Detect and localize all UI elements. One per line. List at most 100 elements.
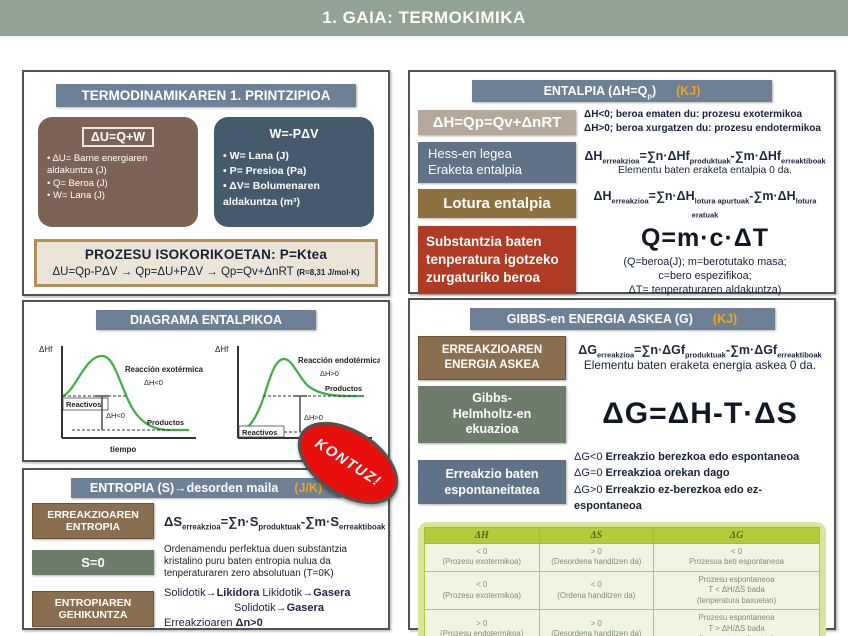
entropy-zero-row: S=0 Ordenamendu perfektua duen substantz… [32,544,380,581]
gibbs-reaction-label: ERREAKZIOAREN ENERGIA ASKEA [418,336,566,380]
bond-enthalpy-formula: ΔHerreakzioa=∑n·ΔHlotura apurtuak-∑m·ΔHl… [593,189,817,220]
products-label: Productos [147,418,184,427]
reactants-label: Reactivos [242,428,277,437]
gibbs-title-bar: GIBBS-en ENERGIA ASKEA (G) (KJ) [469,308,775,330]
enthalpy-main-formula: ΔH=Qp=Qv+ΔnRT [418,109,576,135]
specific-heat-label: Substantzia baten tenperatura igotzeko z… [418,225,576,295]
cell-dh: > 0 (Prozesu endotermikoa) [424,609,540,636]
internal-energy-bullets: • ΔU= Barne energiaren aldakuntza (J) • … [47,153,189,202]
bullet-item: • ΔV= Bolumenaren aldakuntza (m³) [223,180,320,208]
hess-label: Hess-en legea Eraketa entalpia [418,142,576,183]
gibbs-panel: GIBBS-en ENERGIA ASKEA (G) (KJ) ERREAKZI… [408,298,836,636]
endothermic-graph: ΔHf Reactivos ΔH>0 Reacción endotérmica … [215,345,380,454]
endothermic-note: ΔH>0; beroa xurgatzen du: prozesu endote… [584,123,821,134]
first-principle-title: TERMODINAMIKAREN 1. PRINTZIPIOA [56,84,356,107]
dh-arrow-label: ΔH>0 [304,413,323,422]
exothermic-note: ΔH<0; beroa ematen du: prozesu exotermik… [584,109,803,120]
cell-ds: > 0 (Desordena handitzen da) [538,609,655,636]
gibbs-helmholtz-label: Gibbs- Helmholtz-en ekuazioa [418,385,566,443]
entropy-unit: (J/K) [294,481,323,495]
entropy-title: ENTROPIA (S)→desorden maila [89,481,279,495]
first-principle-panel: TERMODINAMIKAREN 1. PRINTZIPIOA ΔU=Q+W •… [22,70,390,296]
cell-ds: < 0 (Ordena handitzen da) [538,570,655,611]
x-axis-label: tiempo [110,445,136,454]
gibbs-table-head: ΔH ΔS ΔG [424,526,820,544]
specific-heat-content: Q=m·c·ΔT (Q=beroa(J); m=berotutako masa;… [584,224,826,297]
gibbs-helmholtz-formula: ΔG=ΔH-T·ΔS [602,397,798,431]
exothermic-curve [62,354,189,432]
gibbs-reaction-row: ERREAKZIOAREN ENERGIA ASKEA ΔGerreakzioa… [418,336,826,380]
bullet-item: • W= Lana (J) [223,150,289,162]
gibbs-unit: (KJ) [712,312,738,326]
bullet-item: • ΔU= Barne energiaren aldakuntza (J) [47,153,148,177]
table-row: > 0 (Prozesu endotermikoa) > 0 (Desorden… [424,609,820,636]
gibbs-note: Elementu baten eraketa energia askea 0 d… [583,358,817,373]
table-header-ds: ΔS [538,526,655,544]
entropy-increase-row: ENTROPIAREN GEHIKUNTZA Solidotik→Likidor… [32,586,380,632]
bullet-item: • P= Presioa (Pa) [223,165,307,178]
enthalpy-unit: (KJ) [676,84,701,98]
products-label: Productos [325,384,362,393]
exothermic-caption: Reacción exotérmica [125,365,204,374]
reactants-label: Reactivos [66,400,101,409]
cell-dh: < 0 (Prozesu exotermikoa) [424,542,540,572]
specific-heat-row: Substantzia baten tenperatura igotzeko z… [418,224,826,297]
work-bullets: • W= Lana (J) • P= Presioa (Pa) • ΔV= Bo… [223,149,365,210]
reactants-box [238,425,285,438]
cell-dg: Prozesu espontaneoa T > ΔH/ΔS bada (tenp… [653,609,820,636]
table-header-dh: ΔH [424,526,540,544]
work-card: W=-PΔV • W= Lana (J) • P= Presioa (Pa) •… [214,117,374,227]
gibbs-table-panel: ΔH ΔS ΔG < 0 (Prozesu exotermikoa) > 0 (… [418,521,826,636]
entropy-zero-text: Ordenamendu perfektua duen substantzia k… [164,544,347,580]
cell-dg: < 0 Prozesua beti espontaneoa [653,542,820,572]
table-row: < 0 (Prozesu exotermikoa) < 0 (Ordena ha… [424,570,820,611]
enthalpy-panel: ENTALPIA (ΔH=Qp) (KJ) ΔH=Qp=Qv+ΔnRT ΔH<0… [408,70,836,297]
table-row: < 0 (Prozesu exotermikoa) > 0 (Desordena… [424,542,820,572]
spontaneity-label: Erreakzio baten espontaneitatea [418,459,566,504]
isochoric-formula: ΔU=Qp-PΔV → Qp=ΔU+PΔV → Qp=Qv+ΔnRT (R=8,… [41,266,371,278]
page-title: 1. GAIA: TERMOKIMIKA [322,8,526,27]
cell-dh: < 0 (Prozesu exotermikoa) [424,570,540,611]
endothermic-caption-dh: ΔH>0 [320,369,339,378]
entropy-title-bar: ENTROPIA (S)→desorden maila (J/K) [71,478,341,498]
enthalpy-sign-notes: ΔH<0; beroa ematen du: prozesu exotermik… [584,108,821,136]
enthalpy-main-row: ΔH=Qp=Qv+ΔnRT ΔH<0; beroa ematen du: pro… [418,108,826,136]
enthalpy-title: ENTALPIA (ΔH=Qp) [543,84,657,101]
y-axis-label: ΔHf [39,345,53,354]
exothermic-caption-dh: ΔH<0 [144,378,163,387]
bullet-item: • Q= Beroa (J) [47,177,108,189]
entropy-increase-label: ENTROPIAREN GEHIKUNTZA [32,590,154,627]
y-axis-label: ΔHf [215,345,229,354]
bond-enthalpy-label: Lotura entalpia [418,188,576,218]
gibbs-formula: ΔGerreakzioa=∑n·ΔGfproduktuak-∑m·ΔGferre… [578,343,822,360]
isochoric-title: PROZESU ISOKORIKOETAN: P=Ktea [84,247,328,262]
diagram-title: DIAGRAMA ENTALPIKOA [96,310,316,330]
work-formula: W=-PΔV [269,127,319,141]
spontaneity-line-1: ΔG<0 Erreakzio berezkoa edo espontaneoa [574,450,800,463]
cell-dg: Prozesu espontaneoa T < ΔH/ΔS bada (tenp… [653,570,820,611]
gibbs-table-body: < 0 (Prozesu exotermikoa) > 0 (Desordena… [424,542,820,636]
gibbs-title: GIBBS-en ENERGIA ASKEA (G) [506,312,693,326]
dh-arrow-label: ΔH<0 [106,411,125,420]
reaction-entropy-row: ERREAKZIOAREN ENTROPIA ΔSerreakzioa=∑n·S… [32,503,385,539]
gibbs-reaction-content: ΔGerreakzioa=∑n·ΔGfproduktuak-∑m·ΔGferre… [574,343,826,372]
diagram-graphs: ΔHf Reactivos ΔH<0 Reacción exotérmica Δ… [30,332,382,458]
entropy-panel: ENTROPIA (S)→desorden maila (J/K) ERREAK… [22,468,390,630]
gibbs-helmholtz-row: Gibbs- Helmholtz-en ekuazioa ΔG=ΔH-T·ΔS [418,385,826,443]
entropy-formula: ΔSerreakzioa=∑n·Sproduktuak-∑m·Serreakti… [164,513,386,532]
kontuz-label: KONTUZ! [311,435,385,491]
isochoric-equation: ΔU=Qp-PΔV → Qp=ΔU+PΔV → Qp=Qv+ΔnRT [52,266,294,278]
transition-line-3: Erreakzioaren Δn>0 [164,617,263,630]
hess-note: Elementu baten eraketa entalpia 0 da. [617,164,793,176]
exothermic-graph: ΔHf Reactivos ΔH<0 Reacción exotérmica Δ… [39,345,204,454]
bond-enthalpy-row: Lotura entalpia ΔHerreakzioa=∑n·ΔHlotura… [418,188,826,220]
reaction-entropy-label: ERREAKZIOAREN ENTROPIA [32,503,154,539]
table-header-dg: ΔG [653,526,820,544]
endothermic-curve [238,357,364,434]
heat-formula: Q=m·c·ΔT [640,223,770,252]
gas-constant-note: (R=8,31 J/mol·K) [296,268,360,277]
spontaneity-lines: ΔG<0 Erreakzio berezkoa edo espontaneoa … [574,449,826,515]
hess-content: ΔHerreakzioa=∑n·ΔHfproduktuak-∑m·ΔHferre… [584,149,826,176]
enthalpy-diagram-panel: DIAGRAMA ENTALPIKOA ΔHf Reactivos ΔH<0 R… [22,300,390,462]
